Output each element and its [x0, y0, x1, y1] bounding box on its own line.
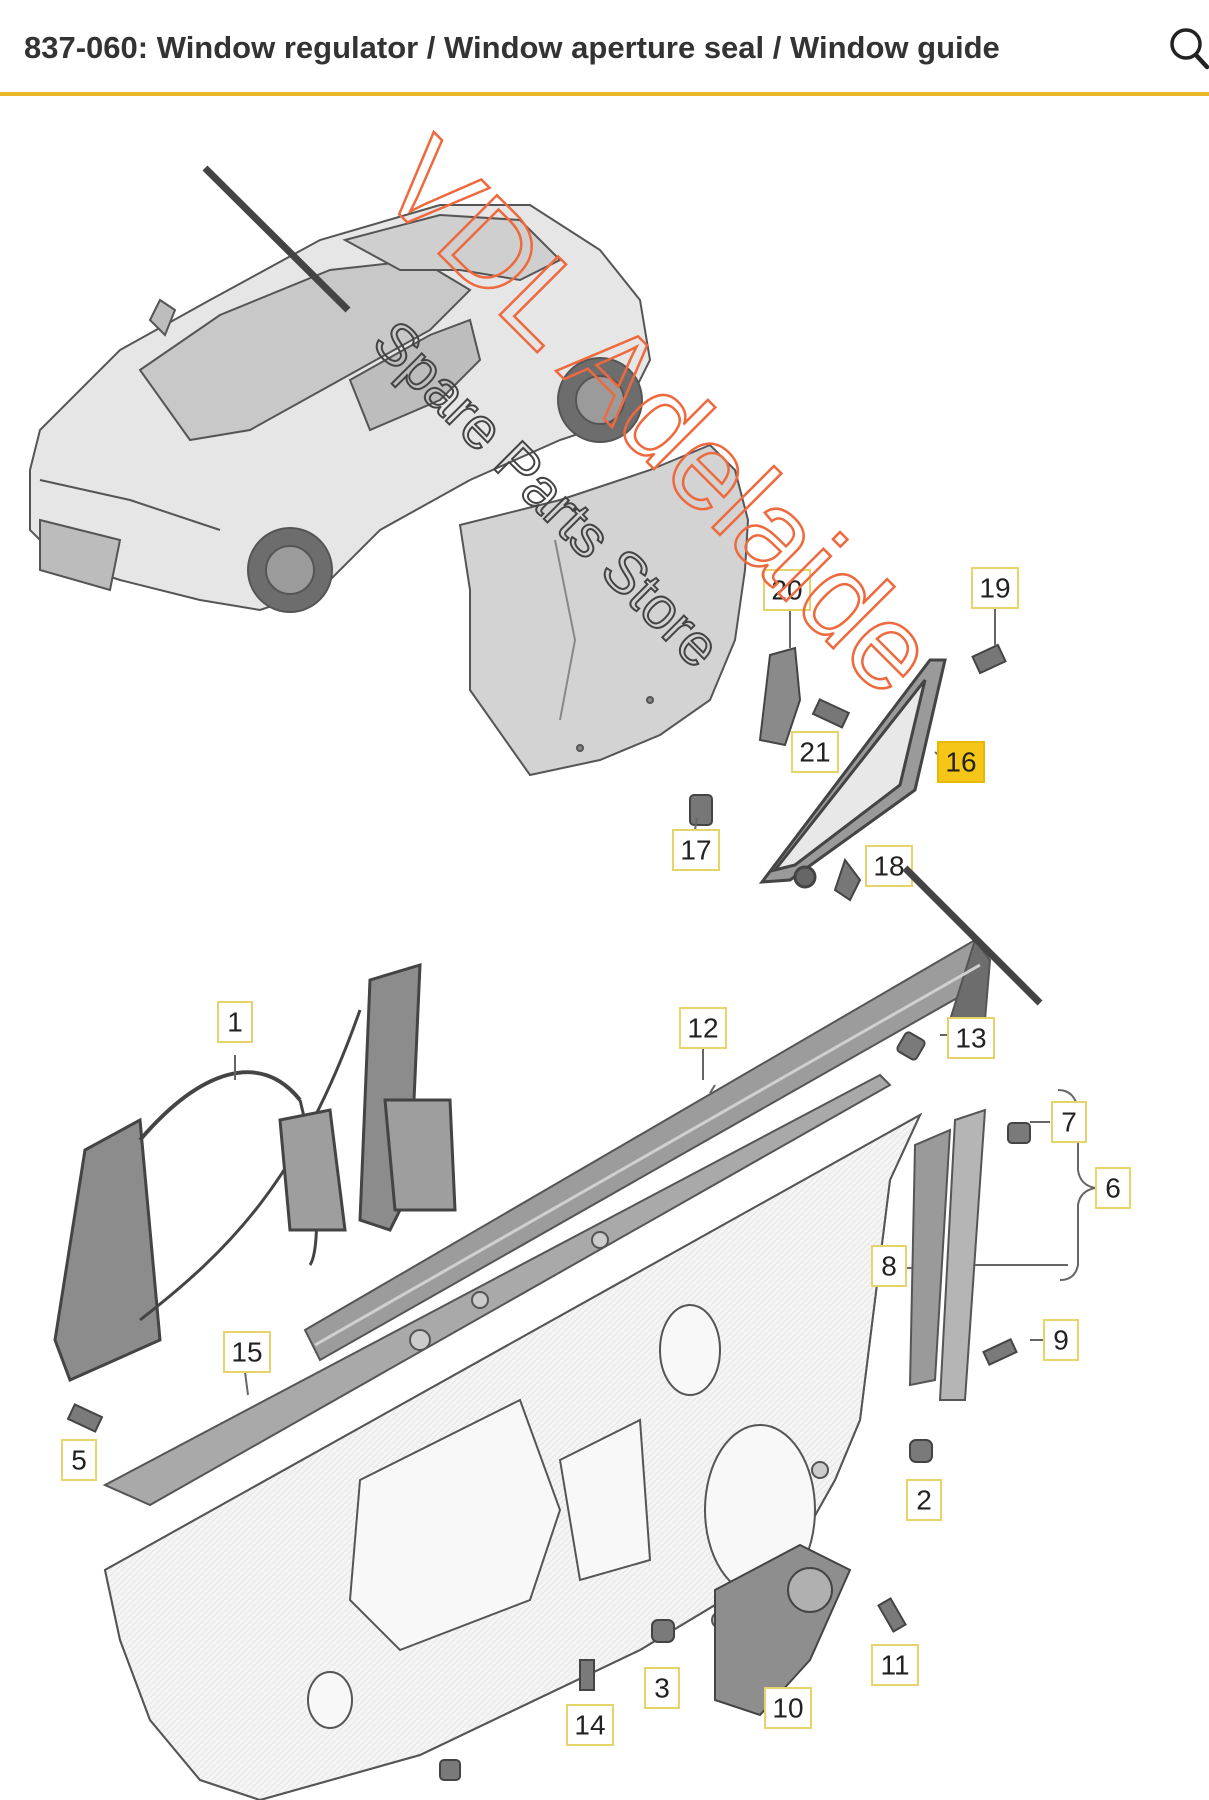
svg-text:16: 16	[945, 747, 976, 778]
svg-text:14: 14	[574, 1710, 605, 1741]
window-regulator	[53, 962, 457, 1383]
svg-text:17: 17	[680, 835, 711, 866]
seal-strip-15	[102, 1073, 892, 1507]
callout-8[interactable]: 8	[871, 1245, 907, 1287]
svg-text:21: 21	[799, 737, 830, 768]
bolts-upper	[689, 643, 1007, 902]
leader-line-car	[202, 165, 351, 313]
callout-1[interactable]: 1	[217, 1001, 253, 1043]
callout-13[interactable]: 13	[947, 1017, 995, 1059]
svg-text:19: 19	[979, 573, 1010, 604]
car-overview	[29, 204, 652, 613]
door-panel	[103, 1112, 923, 1800]
callout-6[interactable]: 6	[1095, 1167, 1131, 1209]
callout-9[interactable]: 9	[1043, 1319, 1079, 1361]
callout-2[interactable]: 2	[906, 1479, 942, 1521]
page-header: 837-060: Window regulator / Window apert…	[0, 0, 1209, 96]
svg-text:5: 5	[71, 1445, 87, 1476]
svg-text:8: 8	[881, 1251, 897, 1282]
callout-10[interactable]: 10	[764, 1687, 812, 1729]
svg-text:13: 13	[955, 1023, 986, 1054]
callout-19[interactable]: 19	[971, 567, 1019, 609]
regulator-motor	[714, 1543, 852, 1717]
callout-15[interactable]: 15	[223, 1331, 271, 1373]
svg-text:3: 3	[654, 1673, 670, 1704]
callout-16[interactable]: 16	[937, 741, 985, 783]
callout-17[interactable]: 17	[672, 829, 720, 871]
callout-7[interactable]: 7	[1051, 1101, 1087, 1143]
callout-18[interactable]: 18	[865, 845, 913, 887]
leader-line-18	[902, 865, 1043, 1006]
svg-text:2: 2	[916, 1485, 932, 1516]
svg-text:18: 18	[873, 851, 904, 882]
page-title: 837-060: Window regulator / Window apert…	[24, 30, 1000, 65]
callout-labels: 1 2 3 5 6 7 8 9 10 11 12 13 14 15 16 17 …	[61, 567, 1131, 1746]
search-icon[interactable]	[1166, 22, 1209, 72]
callout-11[interactable]: 11	[871, 1644, 919, 1686]
window-glass	[458, 443, 750, 777]
callout-3[interactable]: 3	[644, 1667, 680, 1709]
window-guide-bracket	[758, 658, 947, 889]
svg-text:10: 10	[772, 1693, 803, 1724]
callout-12[interactable]: 12	[679, 1007, 727, 1049]
bracket-20	[758, 646, 802, 747]
svg-text:9: 9	[1053, 1325, 1069, 1356]
watermark: VDL Adelaide Spare Parts Store	[355, 112, 963, 720]
fasteners	[66, 1031, 1031, 1781]
callout-5[interactable]: 5	[61, 1439, 97, 1481]
svg-text:15: 15	[231, 1337, 262, 1368]
callout-21[interactable]: 21	[791, 731, 839, 773]
svg-text:7: 7	[1061, 1107, 1077, 1138]
window-guide	[908, 1108, 987, 1401]
callout-20[interactable]: 20	[763, 569, 811, 611]
svg-text:6: 6	[1105, 1173, 1121, 1204]
callout-14[interactable]: 14	[566, 1704, 614, 1746]
svg-text:20: 20	[771, 575, 802, 606]
parts-diagram: 1 2 3 5 6 7 8 9 10 11 12 13 14 15 16 17 …	[29, 112, 1131, 1800]
svg-text:1: 1	[227, 1007, 243, 1038]
svg-text:11: 11	[880, 1650, 909, 1681]
svg-text:12: 12	[687, 1013, 718, 1044]
window-aperture-seal	[303, 937, 992, 1362]
